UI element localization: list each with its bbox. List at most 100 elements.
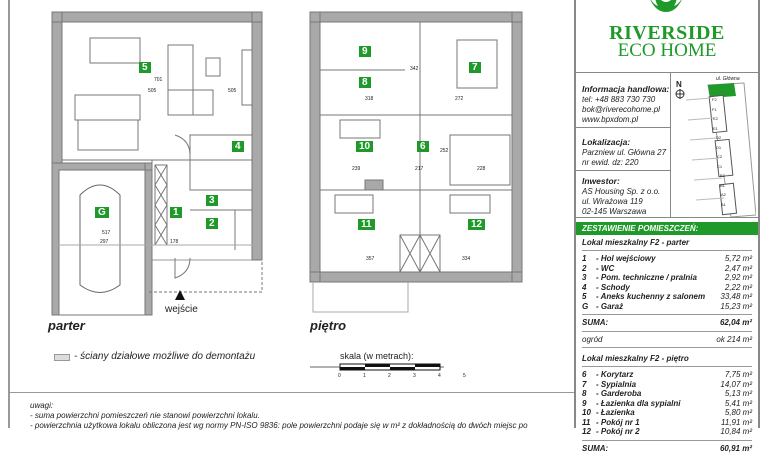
brand-logo-emblem [636,0,696,18]
brand-name-line2: ECO HOME [576,40,758,62]
garden-row: ogród ok 214 m² [576,335,758,345]
room-area: 11,91 m² [721,418,752,428]
room-title: - Pom. techniczne / pralnia [596,273,697,282]
divider [582,347,752,348]
garden-label: ogród [582,335,602,345]
room-name: 11- Pokój nr 1 [582,418,640,428]
room-name: G- Garaż [582,302,623,312]
ground-section-title: Lokal mieszkalny F2 - parter [576,235,758,250]
site-unit-labels: F2 F1 E2 E1 D2 D1 C2 C1 B2 B1 A2 A1 [712,95,726,209]
room-area: 33,48 m² [720,292,752,302]
divider [582,314,752,315]
room-row: 11- Pokój nr 1 11,91 m² [576,418,758,428]
unit-label: D2 [716,133,726,143]
room-title: - Korytarz [596,370,633,379]
unit-label: F1 [712,105,726,115]
room-name: 3- Pom. techniczne / pralnia [582,273,697,283]
room-name: 10- Łazienka [582,408,635,418]
room-number: 10 [582,408,596,418]
room-title: - Sypialnia [596,380,636,389]
room-name: 2- WC [582,264,614,274]
room-row: 9- Łazienka dla sypialni 5,41 m² [576,399,758,409]
sum-value: 60,91 m² [720,444,752,453]
sum-label: SUMA: [582,318,608,328]
investor-line: AS Housing Sp. z o.o. [582,187,660,197]
dim-label: 228 [477,166,485,172]
dim-label: 252 [440,148,448,154]
room-area: 5,41 m² [725,399,752,409]
room-name: 6- Korytarz [582,370,633,380]
room-title: - Pokój nr 2 [596,427,640,436]
room-label-9: 9 [359,46,371,57]
scale-tick: 3 [413,373,416,379]
sum-value: 62,04 m² [720,318,752,328]
contact-block: Informacja handlowa: tel: +48 883 730 73… [582,84,669,125]
room-title: - Schody [596,283,630,292]
frame-divider [8,392,574,393]
unit-label: E1 [713,124,726,134]
rooms-table: ZESTAWIENIE POMIESZCZEŃ: Lokal mieszkaln… [576,222,758,453]
room-area: 5,72 m² [725,254,752,264]
room-label-11: 11 [358,219,375,230]
sum-label: SUMA: [582,444,608,453]
room-title: - Garaż [596,302,623,311]
room-title: - Łazienka dla sypialni [596,399,680,408]
unit-label: A2 [721,190,726,200]
investor-title: Inwestor: [582,176,620,186]
location-title: Lokalizacja: [582,137,630,147]
investor-line: ul. Wirażowa 119 [582,197,660,207]
north-arrow-icon [675,89,685,99]
contact-web: www.bpxdom.pl [582,115,669,125]
room-name: 4- Schody [582,283,630,293]
scale-label: skala (w metrach): [340,351,414,361]
room-number: 11 [582,418,596,428]
unit-label: D1 [716,143,726,153]
divider [576,170,670,171]
room-number: 2 [582,264,596,274]
garden-value: ok 214 m² [716,335,752,345]
room-row: 6- Korytarz 7,75 m² [576,370,758,380]
info-panel: RIVERSIDE ECO HOME Informacja handlowa: … [574,0,760,428]
dim-label: 357 [366,256,374,262]
ground-sum-row: SUMA: 62,04 m² [576,318,758,328]
room-number: 9 [582,399,596,409]
unit-label: B1 [720,181,726,191]
room-title: - Hol wejściowy [596,254,656,263]
room-row: 7- Sypialnia 14,07 m² [576,380,758,390]
room-name: 12- Pokój nr 2 [582,427,640,437]
notes: uwagi: - suma powierzchni pomieszczeń ni… [30,401,570,431]
dim-label: 217 [415,166,423,172]
room-area: 14,07 m² [720,380,752,390]
notes-line: - powierzchnia użytkowa lokalu obliczona… [30,421,570,431]
room-area: 5,80 m² [725,408,752,418]
unit-label: A1 [721,200,726,210]
unit-label: C1 [717,162,726,172]
north-label: N [676,80,682,89]
room-title: - Aneks kuchenny z salonem [596,292,705,301]
room-title: - Garderoba [596,389,641,398]
divider [576,127,670,128]
room-row: 2- WC 2,47 m² [576,264,758,274]
room-area: 2,47 m² [725,264,752,274]
unit-label: C2 [717,152,726,162]
scale-tick: 5 [463,373,466,379]
location-block: Lokalizacja: Parzniew ul. Główna 27 nr e… [582,137,666,168]
unit-label: B2 [720,171,726,181]
room-area: 7,75 m² [725,370,752,380]
room-number: 6 [582,370,596,380]
removable-walls-label: - ściany działowe możliwe do demontażu [74,351,255,362]
scale-tick: 0 [338,373,341,379]
scale-bar [310,362,450,374]
room-number: 7 [582,380,596,390]
investor-block: Inwestor: AS Housing Sp. z o.o. ul. Wira… [582,176,660,217]
room-label-6: 6 [417,141,429,152]
dim-label: 272 [455,96,463,102]
dim-label: 318 [365,96,373,102]
divider [576,217,758,218]
